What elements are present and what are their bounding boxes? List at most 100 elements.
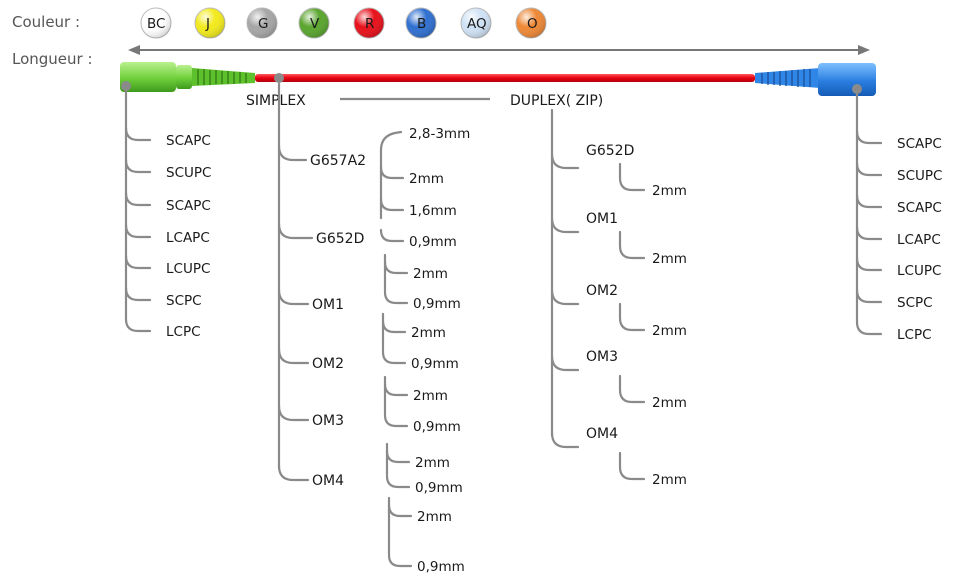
duplex-size-2mm: 2mm xyxy=(652,183,687,199)
size-branch xyxy=(381,350,407,365)
duplex-size-branch xyxy=(618,451,646,481)
connector-scapc: SCAPC xyxy=(897,200,942,216)
color-option-aq: AQ xyxy=(460,7,492,39)
color-code-label: R xyxy=(365,16,374,32)
simplex-size-2mm: 2mm xyxy=(417,509,452,525)
color-option-j: J xyxy=(194,7,226,39)
duplex-fiber-branch xyxy=(550,431,580,449)
size-branch xyxy=(383,413,409,428)
connector-branch xyxy=(124,223,152,239)
color-code-label: O xyxy=(527,16,538,32)
connector-branch xyxy=(124,191,152,207)
color-ball-shade xyxy=(461,8,491,38)
red-fiber xyxy=(255,74,755,82)
simplex-fiber-branch xyxy=(277,404,310,422)
color-code-label: J xyxy=(205,16,210,32)
duplex-fiber-om1: OM1 xyxy=(586,211,618,227)
right-connector xyxy=(755,63,876,96)
connector-branch xyxy=(855,129,883,145)
color-option-o: O xyxy=(515,7,547,39)
color-options: BC J G V R B AQ O xyxy=(140,7,547,39)
duplex-fiber-branch xyxy=(550,152,580,170)
connector-scapc: SCAPC xyxy=(166,198,211,214)
size-branch xyxy=(385,449,411,464)
connector-branch xyxy=(124,317,152,333)
duplex-fiber-branch xyxy=(550,216,580,234)
simplex-fiber-om2: OM2 xyxy=(312,356,344,372)
color-code-label: BC xyxy=(147,16,165,32)
simplex-fiber-branch xyxy=(277,144,308,162)
connector-branch xyxy=(124,286,152,302)
duplex-fiber-branch xyxy=(550,288,580,306)
simplex-size-09mm: 0,9mm xyxy=(413,419,461,435)
size-branch xyxy=(381,319,407,334)
connector-lcapc: LCAPC xyxy=(897,232,941,248)
longueur-label: Longueur : xyxy=(12,50,93,68)
connector-branch xyxy=(855,256,883,272)
connector-branch xyxy=(124,126,152,142)
color-ball-shade xyxy=(299,8,329,38)
simplex-label: SIMPLEX xyxy=(246,93,306,109)
connector-branch xyxy=(855,193,883,209)
length-arrow xyxy=(128,45,870,55)
simplex-size-2mm: 2mm xyxy=(411,325,446,341)
simplex-fiber-g652d: G652D xyxy=(316,231,364,247)
duplex-fiber-om3: OM3 xyxy=(586,349,618,365)
size-branch xyxy=(379,165,405,180)
connector-scpc: SCPC xyxy=(897,295,933,311)
color-code-label: G xyxy=(258,16,268,32)
size-branch xyxy=(383,382,409,397)
color-ball-shade xyxy=(406,8,436,38)
connector-scapc: SCAPC xyxy=(166,133,211,149)
color-option-v: V xyxy=(298,7,330,39)
simplex-size-2mm: 2mm xyxy=(409,171,444,187)
connector-branch xyxy=(855,288,883,304)
simplex-size-16mm: 1,6mm xyxy=(409,203,457,219)
simplex-size-09mm: 0,9mm xyxy=(409,234,457,250)
size-branch xyxy=(387,553,413,568)
simplex-fiber-om4: OM4 xyxy=(312,473,344,489)
simplex-size-09mm: 0,9mm xyxy=(417,559,465,573)
left-connector xyxy=(120,62,255,92)
duplex-label: DUPLEX( ZIP) xyxy=(510,93,603,109)
color-code-label: V xyxy=(310,16,320,32)
patch-cord xyxy=(120,62,876,96)
duplex-fiber-g652d: G652D xyxy=(586,143,634,159)
size-branch xyxy=(387,503,413,518)
connector-branch xyxy=(124,254,152,270)
connector-branch xyxy=(855,161,883,177)
simplex-size-283mm: 2,8-3mm xyxy=(409,126,470,142)
simplex-size-2mm: 2mm xyxy=(413,266,448,282)
simplex-size-09mm: 0,9mm xyxy=(411,356,459,372)
connector-lcupc: LCUPC xyxy=(897,263,941,279)
simplex-size-09mm: 0,9mm xyxy=(413,296,461,312)
color-ball-shade xyxy=(247,8,277,38)
connector-branch xyxy=(855,225,883,241)
simplex-fiber-branch xyxy=(277,288,310,306)
duplex-fiber-om4: OM4 xyxy=(586,426,618,442)
size-branch xyxy=(383,290,409,305)
duplex-size-branch xyxy=(618,230,646,260)
connector-scupc: SCUPC xyxy=(897,168,942,184)
simplex-tree: G657A22,8-3mm2mm1,6mm0,9mmG652D2mm0,9mmO… xyxy=(277,82,470,573)
size-branch xyxy=(379,197,405,212)
simplex-fiber-g657a2: G657A2 xyxy=(310,153,366,169)
connector-scapc: SCAPC xyxy=(897,136,942,152)
duplex-size-branch xyxy=(618,374,646,404)
color-option-r: R xyxy=(353,7,385,39)
color-option-bc: BC xyxy=(140,7,172,39)
duplex-size-2mm: 2mm xyxy=(652,472,687,488)
duplex-fiber-branch xyxy=(550,354,580,372)
color-code-label: B xyxy=(417,16,426,32)
color-code-label: AQ xyxy=(467,16,487,32)
connector-lcupc: LCUPC xyxy=(166,261,210,277)
connector-branch xyxy=(855,320,883,336)
simplex-size-09mm: 0,9mm xyxy=(415,480,463,496)
simplex-size-2mm: 2mm xyxy=(413,388,448,404)
color-ball-shade xyxy=(354,8,384,38)
color-ball-shade xyxy=(195,8,225,38)
color-option-g: G xyxy=(246,7,278,39)
